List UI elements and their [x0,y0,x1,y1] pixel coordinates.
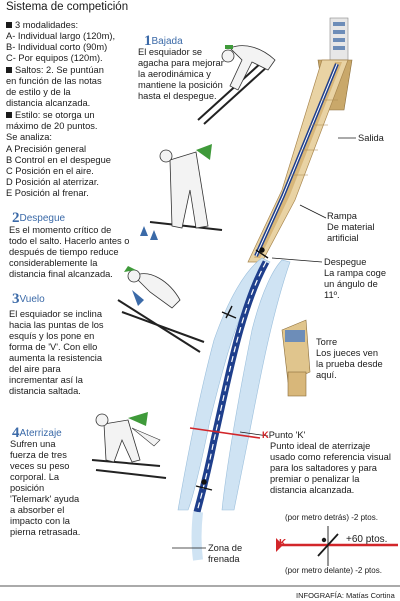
bajada-line-3: la aerodinámica y [138,69,211,79]
k-scoring-diagram [276,526,398,566]
style-line-1: Estilo: se otorga un [6,110,95,121]
jumps-line-3: de estilo y de la [6,87,71,97]
modality-b: B- Individual corto (90m) [6,42,108,52]
vuelo-line-8: distancia saltada. [9,386,81,396]
label-salida: Salida [358,133,384,143]
aterrizaje-line-3: veces su peso [10,461,70,471]
step-aterrizaje-heading: 4Aterrizaje [12,425,62,441]
aterrizaje-line-9: pierna retrasada. [10,527,81,537]
label-despegue-2: La rampa coge [324,268,387,278]
aterrizaje-line-4: corporal. La [10,472,60,482]
despegue-line-3: después de tiempo reduce [9,247,119,257]
label-punto-k-4: para los saltadores y para [270,463,377,473]
score-behind: (por metro detrás) -2 ptos. [285,513,378,522]
vuelo-line-1: El esquiador se inclina [9,309,103,319]
vuelo-line-2: hacia las puntas de los [9,320,104,330]
bajada-line-2: agacha para mejorar [138,58,224,68]
despegue-line-1: Es el momento crítico de [9,225,112,235]
vuelo-line-7: incrementar así la [9,375,83,385]
score-k-letter: K [279,538,287,549]
k-marker-icon: K [262,430,269,440]
criterion-d: D Posición al aterrizar. [6,177,100,187]
skier-despegue [140,144,223,240]
label-punto-k-5: premiar o penalizar la [270,474,360,484]
despegue-line-4: considerablemente la [9,258,98,268]
label-zona-2: frenada [208,554,240,564]
label-despegue-3: un ángulo de [324,279,378,289]
jumps-line-1: Saltos: 2. Se puntúan [6,65,104,76]
step-despegue-heading: 2Despegue [12,210,66,226]
criterion-c: C Posición en el aire. [6,166,94,176]
aterrizaje-line-5: posición [10,483,45,493]
label-despegue-1: Despegue [324,257,367,267]
score-k-points: +60 ptos. [346,534,388,545]
vuelo-line-6: del aire para [9,364,61,374]
label-despegue-4: 11º. [324,290,340,300]
judges-tower [281,319,311,397]
modalities-heading: 3 modalidades: [6,20,78,31]
label-rampa-2: De material [327,222,375,232]
page-title: Sistema de competición [6,1,129,13]
label-torre-3: la prueba desde [316,359,383,369]
label-punto-k-3: usado como referencia visual [270,452,391,462]
bajada-line-4: mantiene la posición [138,80,223,90]
k-line [189,427,261,439]
vuelo-line-4: forma de 'V'. Con ello [9,342,98,352]
aterrizaje-line-7: a absorber el [10,505,65,515]
landing-hill [177,257,291,561]
modality-c: C- Por equipos (120m). [6,53,103,63]
style-line-3: Se analiza: [6,132,52,142]
credit: INFOGRAFÍA: Matías Cortina [296,591,395,600]
step-bajada-heading: 1Bajada [144,33,183,49]
label-punto-k-1: KPunto 'K' [262,430,306,440]
vuelo-line-5: aumenta la resistencia [9,353,103,363]
modality-a: A- Individual largo (120m), [6,31,116,41]
label-torre-1: Torre [316,337,338,347]
aterrizaje-line-1: Sufren una [10,439,56,449]
skier-bajada [197,45,276,125]
leader-lines [172,137,356,549]
vuelo-line-3: esquís y los pone en [9,331,95,341]
skier-vuelo [117,266,205,353]
bullet-square-icon [6,22,12,28]
label-rampa-1: Rampa [327,211,357,221]
label-punto-k-2: Punto ideal de aterrizaje [270,441,371,451]
criterion-a: A Precisión general [6,144,87,154]
bullet-square-icon [6,112,12,118]
bajada-line-5: hasta el despegue. [138,91,217,101]
label-torre-2: Los jueces ven [316,348,379,358]
despegue-line-2: todo el salto. Hacerlo antes o [9,236,130,246]
label-zona-1: Zona de [208,543,243,553]
aterrizaje-line-6: 'Telemark' ayuda [10,494,80,504]
jumps-line-2: en función de las notas [6,76,102,86]
inrun-ramp [247,59,349,263]
step-vuelo-heading: 3Vuelo [12,291,45,307]
skier-aterrizaje [91,412,167,479]
despegue-line-5: distancia final alcanzada. [9,269,113,279]
bajada-line-1: El esquiador se [138,47,203,57]
style-line-2: máximo de 20 puntos. [6,121,98,131]
jumps-line-4: distancia alcanzada. [6,98,91,108]
label-punto-k-6: distancia alcanzada. [270,485,355,495]
criterion-b: B Control en el despegue [6,155,111,165]
bullet-square-icon [6,67,12,73]
label-torre-4: aquí. [316,370,337,380]
small-jumpers [195,247,269,491]
criterion-e: E Posición al frenar. [6,188,89,198]
score-ahead: (por metro delante) -2 ptos. [285,566,382,575]
label-rampa-3: artificial [327,233,359,243]
aterrizaje-line-8: impacto con la [10,516,70,526]
aterrizaje-line-2: fuerza de tres [10,450,67,460]
